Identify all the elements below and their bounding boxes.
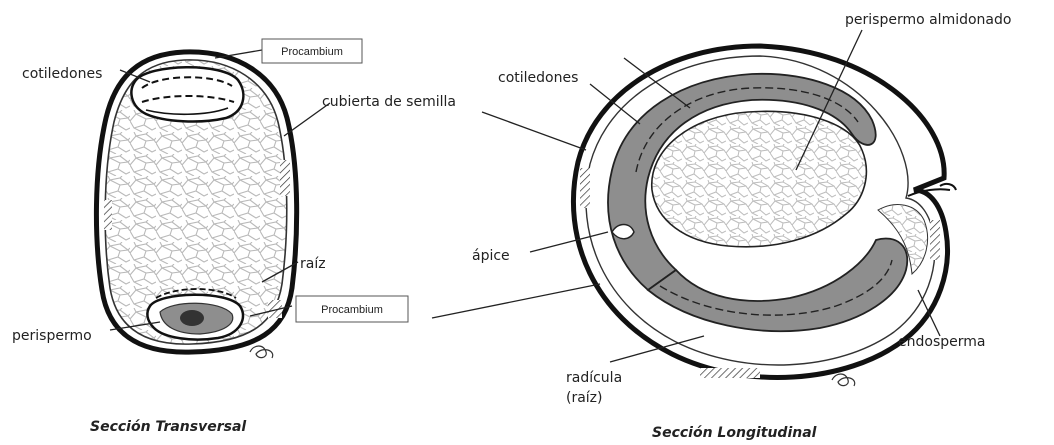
cotyledons-label-longitudinal: cotiledones xyxy=(498,70,578,86)
longitudinal-section: perispermo almidonado cotiledones ápice … xyxy=(432,12,1011,441)
transverse-scribble-mark xyxy=(250,346,273,358)
longitudinal-coat-band xyxy=(700,368,760,378)
longitudinal-coat-band xyxy=(930,220,940,260)
transverse-section: Procambium Procambium cotiledones cubier… xyxy=(12,39,456,435)
transverse-coat-band xyxy=(104,200,112,230)
root-label: raíz xyxy=(300,256,326,272)
transverse-coat-band xyxy=(280,160,290,196)
endosperm-label: endosperma xyxy=(898,334,985,350)
perisperm-label: perispermo xyxy=(12,328,92,344)
radicle-label: radícula xyxy=(566,370,622,386)
longitudinal-coat-band xyxy=(580,168,590,208)
procambium-bottom-label: Procambium xyxy=(321,304,383,316)
radicle-root-label: (raíz) xyxy=(566,390,603,406)
apex-label: ápice xyxy=(472,248,510,264)
procambium-top-label: Procambium xyxy=(281,46,343,58)
longitudinal-caption: Sección Longitudinal xyxy=(652,425,817,441)
seed-coat-label: cubierta de semilla xyxy=(322,94,456,110)
transverse-cotyledons xyxy=(131,67,243,121)
transverse-caption: Sección Transversal xyxy=(90,419,246,435)
starchy-perisperm-label: perispermo almidonado xyxy=(845,12,1011,28)
longitudinal-scribble-mark xyxy=(832,374,855,386)
cotyledons-label-transverse: cotiledones xyxy=(22,66,102,82)
